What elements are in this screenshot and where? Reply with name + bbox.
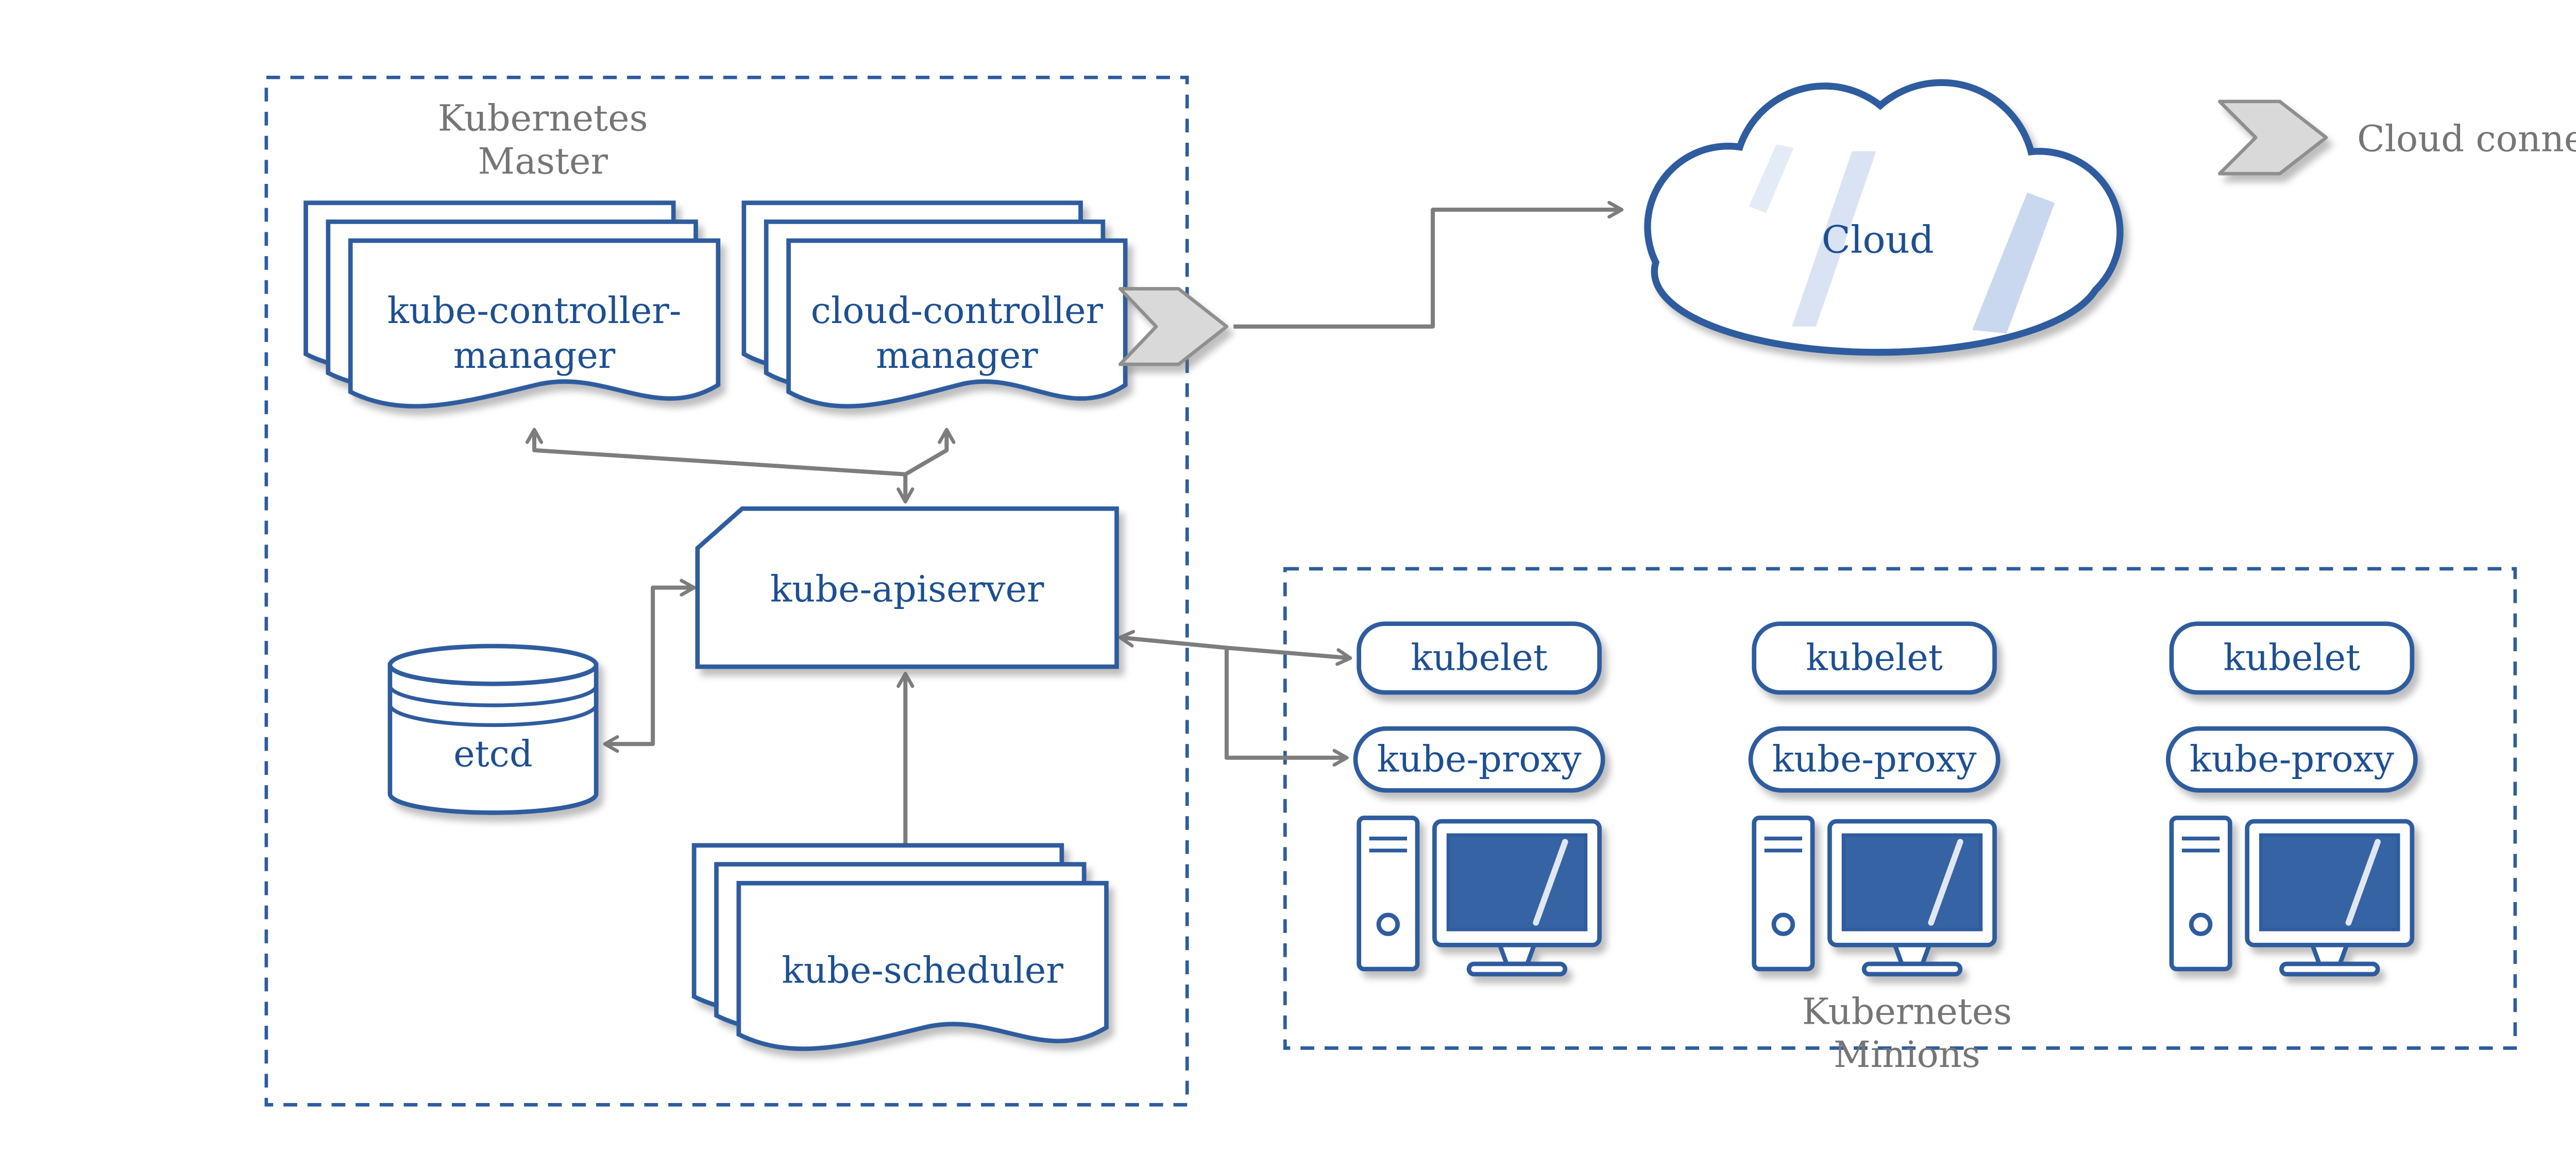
cloud-connector-legend: Cloud connector xyxy=(2217,99,2576,176)
kube-proxy-label: kube-proxy xyxy=(1377,738,1582,780)
kubelet-node xyxy=(1357,621,1602,695)
minion-node-2: kubelet kube-proxy xyxy=(1748,621,2001,977)
kubelet-node xyxy=(2169,621,2415,695)
cylinder-disk-line xyxy=(388,704,598,727)
card-shape xyxy=(695,506,1119,669)
computer-icon xyxy=(2169,816,2415,977)
master-region-label-line2: Master xyxy=(478,140,608,182)
document-shape xyxy=(786,238,1128,409)
etcd-label: etcd xyxy=(453,733,533,775)
cylinder-top xyxy=(387,643,599,686)
kube-scheduler-node: kube-scheduler xyxy=(691,843,1109,1051)
tower-icon xyxy=(1357,816,1420,972)
monitor-base xyxy=(1861,961,1963,977)
cloud-controller-manager-label-line2: manager xyxy=(876,334,1038,377)
cloud-connector-legend-label: Cloud connector xyxy=(2357,118,2576,160)
monitor-base xyxy=(1466,961,1568,977)
cloud-connector-icon xyxy=(1118,287,1229,366)
document-shape xyxy=(736,880,1109,1051)
edge-apiserver-to-etcd xyxy=(603,579,696,753)
kube-proxy-node xyxy=(1748,726,2001,793)
master-region: Kubernetes Master xyxy=(264,75,1189,1107)
computer-icon xyxy=(1357,816,1602,977)
kube-proxy-label: kube-proxy xyxy=(2190,738,2394,780)
kubelet-label: kubelet xyxy=(1806,637,1943,679)
minions-region xyxy=(1283,567,2517,1050)
minions-region-border xyxy=(1283,567,2517,1050)
monitor-base xyxy=(2279,961,2380,977)
document-shape xyxy=(348,238,721,409)
tower-icon xyxy=(1752,816,1815,972)
tower-icon xyxy=(2169,816,2232,972)
kubelet-label: kubelet xyxy=(1411,637,1548,679)
kube-proxy-node xyxy=(2165,726,2418,793)
minions-region-label-line2: Minions xyxy=(1834,1033,1980,1076)
kubelet-node xyxy=(1752,621,1997,695)
kubelet-label: kubelet xyxy=(2224,637,2361,679)
minions-region-label: Kubernetes Minions xyxy=(1802,991,2012,1076)
kube-proxy-label: kube-proxy xyxy=(1772,738,1977,780)
edge-apiserver-to-kube-proxy xyxy=(1224,648,1349,767)
monitor-stand xyxy=(1891,942,1933,967)
monitor-stand xyxy=(1496,942,1538,967)
minion-node-1: kubelet kube-proxy xyxy=(1353,621,1605,977)
cloud-highlight xyxy=(1749,144,1794,213)
monitor-stand xyxy=(2309,942,2350,967)
tower-power-button xyxy=(1376,912,1400,936)
kube-controller-manager-node: kube-controller- manager xyxy=(303,200,721,409)
edge-apiserver-to-kubelet xyxy=(1118,630,1352,666)
edge-cloud-controller-to-apiserver xyxy=(904,428,956,477)
minions-region-label-line1: Kubernetes xyxy=(1802,991,2012,1033)
cloud-controller-manager-label-line1: cloud-controller xyxy=(811,290,1104,332)
tower-power-button xyxy=(2189,912,2213,936)
computer-icon xyxy=(1752,816,1997,977)
kube-controller-manager-label-line2: manager xyxy=(453,334,616,377)
edge-kube-controller-to-apiserver xyxy=(525,428,906,477)
cylinder-disk-line xyxy=(388,685,598,707)
kube-scheduler-label: kube-scheduler xyxy=(782,949,1064,992)
edge-connector-to-cloud xyxy=(1233,200,1624,329)
monitor-glare xyxy=(2345,839,2381,926)
cloud-connector-legend-icon xyxy=(2217,99,2328,176)
minion-node-3: kubelet kube-proxy xyxy=(2165,621,2418,977)
cloud-label: Cloud xyxy=(1822,218,1934,262)
tower-power-button xyxy=(1771,912,1795,936)
kube-apiserver-label: kube-apiserver xyxy=(770,568,1044,610)
monitor-glare xyxy=(1928,839,1963,926)
cloud-node: Cloud xyxy=(1644,79,2124,356)
cloud-controller-manager-node: cloud-controller manager xyxy=(741,200,1128,409)
monitor-glare xyxy=(1533,839,1568,926)
cloud-highlight xyxy=(1972,192,2055,334)
master-region-label-line1: Kubernetes xyxy=(438,97,648,140)
kube-proxy-node xyxy=(1353,726,1605,793)
edges xyxy=(525,200,1624,878)
master-region-border xyxy=(264,75,1189,1107)
kube-controller-manager-label-line1: kube-controller- xyxy=(387,290,682,332)
etcd-node: etcd xyxy=(387,643,599,815)
kube-apiserver-node: kube-apiserver xyxy=(695,506,1119,669)
cloud-highlight xyxy=(1792,151,1876,327)
